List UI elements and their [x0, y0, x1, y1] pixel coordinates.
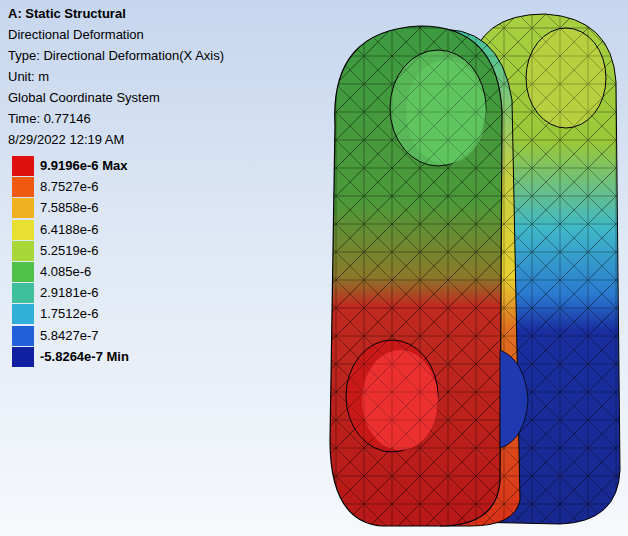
legend-value: 2.9181e-6 [40, 285, 99, 301]
result-info: Unit: m [8, 69, 49, 85]
legend-value: 4.085e-6 [40, 264, 91, 280]
result-info: 8/29/2022 12:19 AM [8, 132, 124, 148]
legend-swatch [12, 283, 34, 303]
legend-swatch [12, 198, 34, 218]
legend-value: 9.9196e-6 Max [40, 158, 127, 174]
legend-value: 7.5858e-6 [40, 200, 99, 216]
result-title: A: Static Structural [8, 6, 126, 22]
legend-swatch [12, 262, 34, 282]
legend-swatch [12, 177, 34, 197]
legend-value: -5.8264e-7 Min [40, 349, 129, 365]
result-info: Directional Deformation [8, 27, 144, 43]
legend-value: 8.7527e-6 [40, 179, 99, 195]
legend-swatch [12, 326, 34, 346]
legend-swatch [12, 220, 34, 240]
legend-value: 5.8427e-7 [40, 328, 99, 344]
legend-swatch [12, 241, 34, 261]
result-info: Time: 0.77146 [8, 111, 91, 127]
legend-value: 1.7512e-6 [40, 306, 99, 322]
legend-swatch [12, 156, 34, 176]
result-info: Type: Directional Deformation(X Axis) [8, 48, 224, 64]
result-info: Global Coordinate System [8, 90, 160, 106]
legend-swatch [12, 304, 34, 324]
legend-value: 6.4188e-6 [40, 222, 99, 238]
legend-swatch [12, 347, 34, 367]
legend-value: 5.2519e-6 [40, 243, 99, 259]
